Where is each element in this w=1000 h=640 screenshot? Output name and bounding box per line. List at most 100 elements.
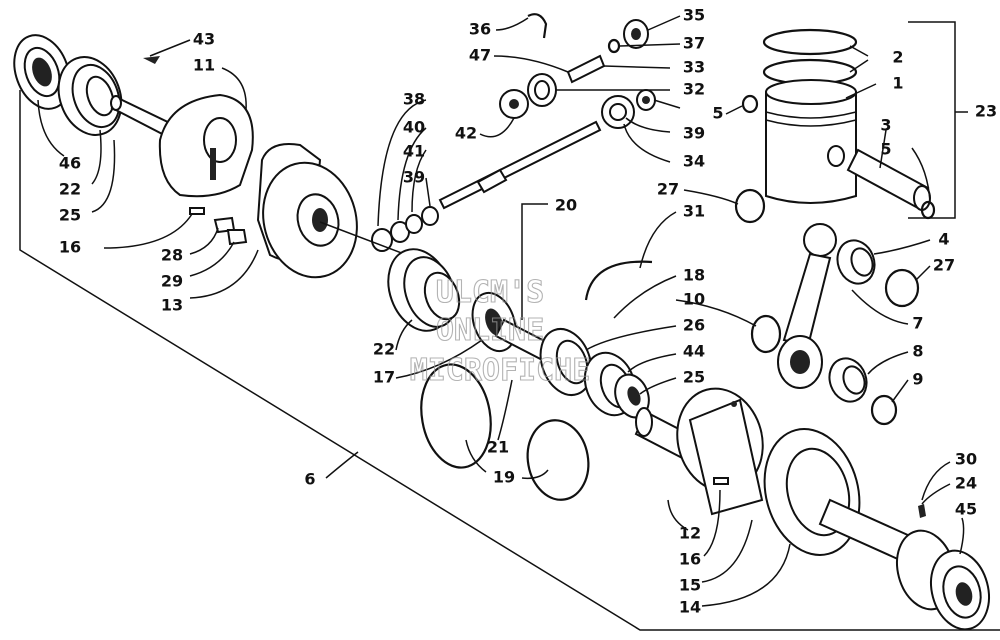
callout-39-right: 39 xyxy=(683,124,705,143)
crank-web-right-12 xyxy=(676,387,764,516)
callout-29: 29 xyxy=(161,272,183,291)
watermark: ULCM'S ONLINE MICROFICHE xyxy=(409,274,591,388)
labyrinth-seal-26 xyxy=(539,328,593,396)
left-crank-half-13 xyxy=(256,143,358,279)
callout-15: 15 xyxy=(679,576,701,595)
callout-20: 20 xyxy=(555,196,577,215)
callout-21: 21 xyxy=(487,438,509,457)
callout-5-right: 5 xyxy=(880,140,891,159)
callout-47: 47 xyxy=(469,46,491,65)
callout-44: 44 xyxy=(683,342,705,361)
bearing-32 xyxy=(527,73,557,107)
washer-27-left xyxy=(734,188,766,224)
callout-38: 38 xyxy=(403,90,425,109)
washer-39-right xyxy=(636,89,656,111)
needle-bearing-4 xyxy=(836,239,876,285)
retaining-ring-19a xyxy=(420,363,492,469)
callout-39-left: 39 xyxy=(403,168,425,187)
watermark-line-3: MICROFICHE xyxy=(410,353,591,388)
washer-9 xyxy=(870,394,898,426)
circlip-5a xyxy=(741,94,759,114)
right-crank-half-14 xyxy=(763,428,861,556)
pin-16-right xyxy=(713,477,729,485)
bearing-35 xyxy=(623,19,649,49)
callout-42: 42 xyxy=(455,124,477,143)
callout-labels: 43 11 46 22 25 16 28 29 13 38 40 41 39 4… xyxy=(59,6,997,617)
connecting-rod-7 xyxy=(777,223,837,389)
woodruff-key-43 xyxy=(143,56,160,64)
callout-19: 19 xyxy=(493,468,515,487)
callout-9: 9 xyxy=(912,370,923,389)
callout-37: 37 xyxy=(683,34,705,53)
callout-2: 2 xyxy=(892,48,903,67)
callout-1: 1 xyxy=(892,74,903,93)
callout-4: 4 xyxy=(938,230,949,249)
pin-16-left xyxy=(189,207,205,215)
callout-7: 7 xyxy=(912,314,923,333)
watermark-line-1: ULCM'S xyxy=(436,275,544,310)
callout-24: 24 xyxy=(955,474,977,493)
leader-lines xyxy=(37,15,965,607)
callout-34: 34 xyxy=(683,152,705,171)
needle-bearing-8 xyxy=(828,357,868,403)
callout-32: 32 xyxy=(683,80,705,99)
key-24 xyxy=(918,504,926,518)
wrist-pin-3 xyxy=(846,148,931,211)
callout-22-left: 22 xyxy=(59,180,81,199)
callout-45: 45 xyxy=(955,500,977,519)
callout-30: 30 xyxy=(955,450,977,469)
callout-28: 28 xyxy=(161,246,183,265)
nut-washer-stack-38-41 xyxy=(371,206,439,252)
callout-41: 41 xyxy=(403,142,425,161)
callout-31: 31 xyxy=(683,202,705,221)
callout-33: 33 xyxy=(683,58,705,77)
callout-26: 26 xyxy=(683,316,705,335)
gear-34 xyxy=(601,95,635,129)
callout-5-top: 5 xyxy=(712,104,723,123)
water-pump-shaft-20 xyxy=(438,120,602,210)
callout-3: 3 xyxy=(880,116,891,135)
callout-11: 11 xyxy=(193,56,215,75)
retaining-ring-31 xyxy=(584,260,653,301)
piston-rings-2 xyxy=(762,28,858,86)
watermark-line-2: ONLINE xyxy=(436,313,544,348)
assembly-bracket-23 xyxy=(908,21,956,219)
callout-8: 8 xyxy=(912,342,923,361)
leader-6 xyxy=(325,451,359,479)
callout-13: 13 xyxy=(161,296,183,315)
callout-6: 6 xyxy=(304,470,315,489)
retaining-ring-19b xyxy=(526,419,590,501)
piston-1 xyxy=(765,79,857,204)
callout-22-center: 22 xyxy=(373,340,395,359)
callout-16-right: 16 xyxy=(679,550,701,569)
left-bearing-22 xyxy=(57,56,123,136)
circlip-5b xyxy=(920,200,936,220)
callout-46: 46 xyxy=(59,154,81,173)
callout-14: 14 xyxy=(679,598,701,617)
callout-35: 35 xyxy=(683,6,705,25)
crank-web-left-11 xyxy=(158,93,254,198)
drive-gear-42 xyxy=(499,89,529,119)
washer-27-right xyxy=(884,268,920,308)
callout-43: 43 xyxy=(193,30,215,49)
right-bearing-45 xyxy=(896,529,990,631)
washer-10 xyxy=(750,314,782,354)
left-seal-46 xyxy=(13,34,71,110)
callout-25-right: 25 xyxy=(683,368,705,387)
seal-25-center xyxy=(614,373,650,419)
callout-27-left: 27 xyxy=(657,180,679,199)
gear-33 xyxy=(566,54,606,84)
circlip-36 xyxy=(527,13,548,39)
callout-23: 23 xyxy=(975,102,997,121)
callout-40: 40 xyxy=(403,118,425,137)
plates-28-29 xyxy=(213,216,248,246)
callout-25-left: 25 xyxy=(59,206,81,225)
callout-17: 17 xyxy=(373,368,395,387)
callout-27-right: 27 xyxy=(933,256,955,275)
washer-37 xyxy=(607,38,621,54)
callout-36: 36 xyxy=(469,20,491,39)
assembly-bracket-6 xyxy=(19,90,1000,631)
callout-16-left: 16 xyxy=(59,238,81,257)
callout-10: 10 xyxy=(683,290,705,309)
